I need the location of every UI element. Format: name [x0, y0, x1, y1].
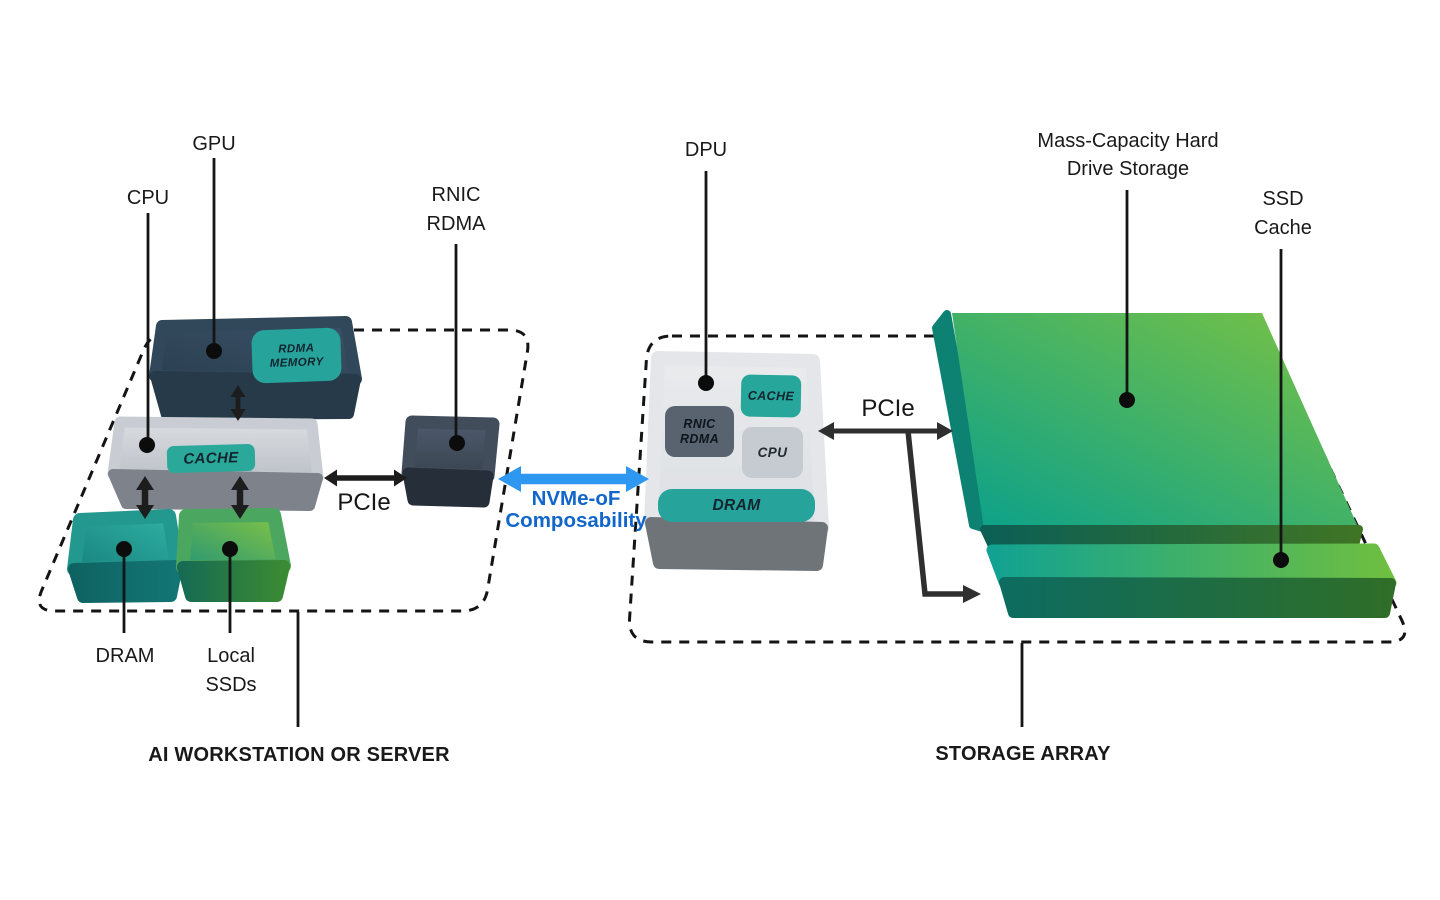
leader-dots — [116, 343, 1289, 568]
dram-label: DRAM — [95, 645, 155, 667]
rnic-block-top — [401, 415, 500, 483]
hdd-block-top — [952, 313, 1359, 529]
mass-capacity-label: Mass-Capacity Hard Drive Storage — [1037, 127, 1218, 183]
rnic-label-line2: RDMA — [426, 213, 486, 235]
ssd-cache-label: SSD Cache — [1254, 185, 1312, 243]
dot-localssds — [222, 541, 238, 557]
leader-lines — [122, 158, 1283, 727]
rdma-memory-badge-line1: RDMA — [277, 341, 315, 356]
rnic-block-front — [402, 467, 494, 508]
dot-dpu — [698, 375, 714, 391]
ssd-bar-front — [999, 577, 1396, 618]
hdd-block-bevel — [932, 310, 990, 533]
nvmeof-label-line2: Composability — [505, 508, 647, 532]
local-ssds-block-top — [176, 508, 291, 574]
cpu-label: CPU — [126, 187, 170, 209]
dpu-cache-badge-label: CACHE — [747, 388, 795, 404]
mass-capacity-label-line2: Drive Storage — [1066, 158, 1190, 180]
dpu-rnic-rdma-badge: RNIC RDMA — [665, 406, 734, 457]
dpu-rnic-badge-line2: RDMA — [679, 431, 720, 446]
local-ssds-block-front — [177, 560, 290, 602]
rnic-rdma-label: RNIC RDMA — [427, 181, 486, 239]
arrow-cache-localssds — [231, 476, 249, 519]
rnic-label-line1: RNIC — [431, 184, 481, 206]
rdma-memory-badge-line2: MEMORY — [269, 355, 324, 370]
mass-capacity-label-line1: Mass-Capacity Hard — [1037, 130, 1219, 152]
local-ssds-label-line2: SSDs — [205, 674, 257, 696]
arrow-pcie-right — [818, 422, 953, 440]
dot-ssd — [1273, 552, 1289, 568]
cache-badge: CACHE — [166, 443, 256, 474]
rdma-memory-badge: RDMA MEMORY — [251, 327, 342, 384]
local-ssds-label: Local SSDs — [205, 642, 256, 700]
pcie-label-storage: PCIe — [861, 395, 915, 422]
storage-caption: STORAGE ARRAY — [935, 743, 1111, 765]
gpu-label: GPU — [192, 133, 236, 155]
dpu-label: DPU — [684, 139, 728, 161]
arrow-cache-dram — [136, 476, 154, 519]
dot-rnic — [449, 435, 465, 451]
nvmeof-label-line1: NVMe-oF — [531, 487, 621, 510]
pcie-label-workstation: PCIe — [337, 489, 391, 516]
dpu-dram-badge: DRAM — [658, 489, 815, 522]
dpu-rnic-badge-line1: RNIC — [683, 416, 716, 431]
dpu-cpu-badge: CPU — [742, 427, 803, 478]
cpu-block-front — [108, 469, 323, 511]
nvmeof-composability-label: NVMe-oF Composability — [505, 488, 646, 531]
ssd-cache-label-line1: SSD — [1262, 188, 1304, 210]
dot-hdd — [1119, 392, 1135, 408]
ssd-cache-label-line2: Cache — [1254, 217, 1312, 239]
dram-block-front — [68, 560, 183, 603]
dot-cpu — [139, 437, 155, 453]
arrow-pcie-left — [324, 469, 407, 487]
arrow-pcie-branch-ssd — [905, 430, 981, 603]
nvmeof-arrow — [498, 466, 649, 492]
cache-badge-label: CACHE — [183, 449, 239, 468]
dot-dram — [116, 541, 132, 557]
dot-gpu — [206, 343, 222, 359]
workstation-caption: AI WORKSTATION OR SERVER — [148, 744, 450, 766]
local-ssds-label-line1: Local — [207, 645, 255, 667]
arrow-gpu-cache — [230, 385, 246, 421]
dpu-cache-badge: CACHE — [740, 374, 802, 418]
dpu-cpu-badge-label: CPU — [757, 445, 788, 460]
gpu-block-front — [150, 371, 361, 420]
dpu-block-front — [645, 517, 828, 571]
dpu-dram-badge-label: DRAM — [712, 496, 761, 514]
